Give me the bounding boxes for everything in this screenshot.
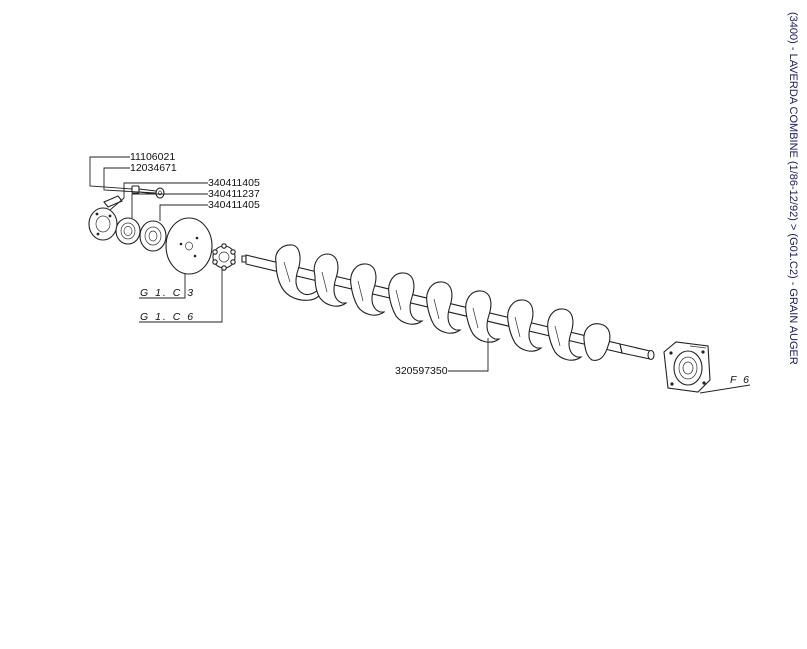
flange-part[interactable] bbox=[88, 207, 118, 241]
end-bearing-part[interactable] bbox=[663, 341, 711, 393]
page-title: (3400) - LAVERDA COMBINE (1/86-12/92) > … bbox=[787, 12, 799, 365]
part-label-12034671[interactable]: 12034671 bbox=[130, 162, 177, 174]
part-label-320597350[interactable]: 320597350 bbox=[395, 365, 448, 377]
part-label-340411405[interactable]: 340411405 bbox=[208, 177, 260, 189]
bearing-part[interactable] bbox=[115, 217, 141, 245]
part-label-11106021[interactable]: 11106021 bbox=[130, 151, 175, 163]
leader-lines bbox=[89, 156, 751, 394]
sprocket-part[interactable] bbox=[212, 243, 236, 271]
part-label-340411237[interactable]: 340411237 bbox=[208, 188, 260, 200]
part-label-340411405-b[interactable]: 340411405 bbox=[208, 199, 260, 211]
auger-flights[interactable] bbox=[275, 244, 611, 361]
ref-label-g1c6[interactable]: G 1. C 6 bbox=[140, 311, 195, 323]
disc-part[interactable] bbox=[165, 217, 213, 275]
washer-part[interactable] bbox=[155, 187, 165, 199]
ref-label-g1c3[interactable]: G 1. C 3 bbox=[140, 287, 195, 299]
lock-plate-part[interactable] bbox=[103, 195, 123, 208]
flange-part-2[interactable] bbox=[139, 220, 167, 252]
ref-label-f6[interactable]: F 6 bbox=[730, 374, 751, 386]
